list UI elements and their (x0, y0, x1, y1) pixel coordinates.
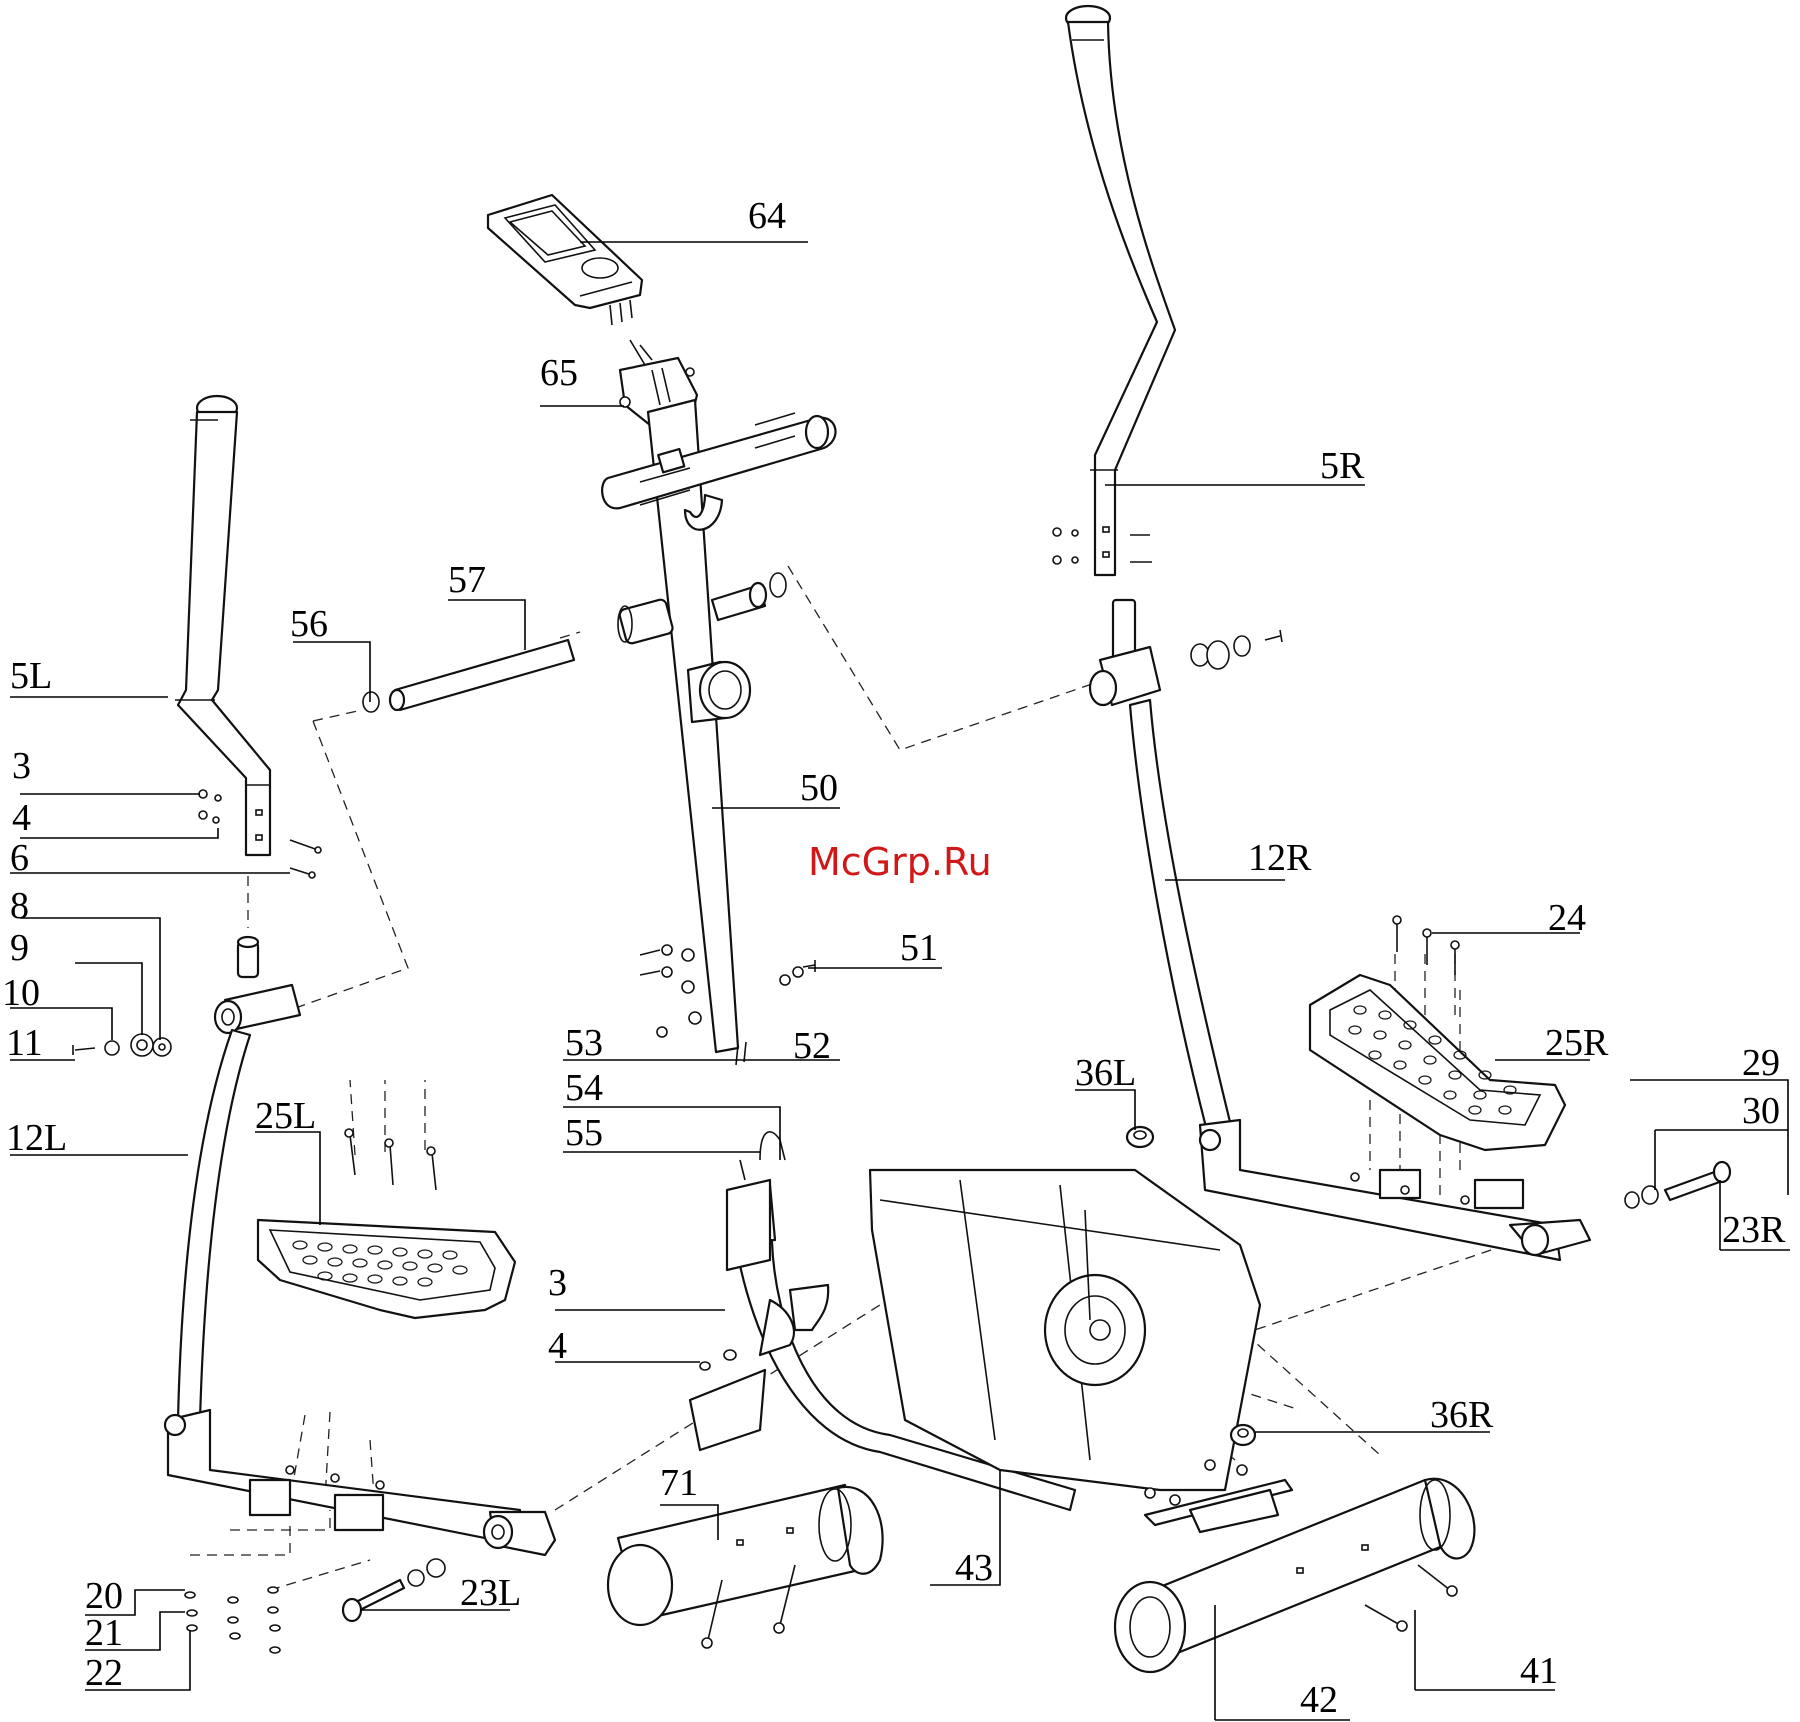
label-3-upper: 3 (12, 745, 31, 787)
left-pedal-25L (258, 1129, 515, 1318)
label-55: 55 (565, 1112, 603, 1154)
right-pivot-bolt-23R (1625, 1162, 1730, 1208)
label-24: 24 (1548, 897, 1586, 939)
left-pedal-screws (345, 1129, 436, 1190)
label-11: 11 (6, 1022, 43, 1064)
label-6: 6 (10, 837, 29, 879)
label-50: 50 (800, 767, 838, 809)
nut-36R (1231, 1425, 1255, 1445)
label-41: 41 (1520, 1650, 1558, 1692)
label-4-upper: 4 (12, 797, 31, 839)
label-25R: 25R (1545, 1022, 1609, 1064)
left-handlebar-5L (175, 396, 270, 855)
label-12R: 12R (1248, 837, 1312, 879)
rear-stabilizer-42 (1115, 1479, 1474, 1672)
right-pedal-25R (1310, 916, 1565, 1150)
label-12L: 12L (6, 1117, 67, 1159)
label-29: 29 (1742, 1042, 1780, 1084)
label-9: 9 (10, 927, 29, 969)
label-20: 20 (85, 1575, 123, 1617)
label-51: 51 (900, 927, 938, 969)
main-mast-50 (602, 400, 835, 1065)
label-4-lower: 4 (548, 1325, 567, 1367)
label-36R: 36R (1430, 1394, 1494, 1436)
frame-bolts-3-4 (700, 1350, 736, 1370)
label-57: 57 (448, 559, 486, 601)
label-43: 43 (955, 1547, 993, 1589)
label-5L: 5L (10, 655, 52, 697)
watermark: McGrp.Ru (808, 840, 992, 884)
label-30: 30 (1742, 1090, 1780, 1132)
label-21: 21 (85, 1612, 123, 1654)
label-56: 56 (290, 603, 328, 645)
right-lower-arm-12R (1090, 600, 1590, 1260)
label-5R: 5R (1320, 445, 1365, 487)
label-36L: 36L (1075, 1052, 1136, 1094)
left-pivot-washers (73, 1034, 171, 1056)
label-65: 65 (540, 352, 578, 394)
crossbar-axle-57 (363, 640, 574, 712)
label-23L: 23L (460, 1572, 521, 1614)
right-handlebar-5R (1066, 6, 1175, 575)
label-10: 10 (2, 972, 40, 1014)
label-8: 8 (10, 885, 29, 927)
main-frame-43 (690, 1160, 1292, 1532)
label-22: 22 (85, 1652, 123, 1694)
nut-36L (1127, 1127, 1153, 1147)
label-3-lower: 3 (548, 1262, 567, 1304)
label-23R: 23R (1722, 1209, 1786, 1251)
console-64 (488, 195, 642, 325)
label-53: 53 (565, 1022, 603, 1064)
front-stabilizer-71 (608, 1485, 883, 1648)
label-64: 64 (748, 195, 786, 237)
label-54: 54 (565, 1067, 603, 1109)
left-pivot-bolt-23L (343, 1559, 445, 1621)
right-pedal-screws (1393, 916, 1459, 975)
label-52: 52 (793, 1025, 831, 1067)
label-25L: 25L (255, 1095, 316, 1137)
label-42: 42 (1300, 1679, 1338, 1721)
left-pedal-nuts (185, 1587, 280, 1653)
label-71: 71 (660, 1462, 698, 1504)
